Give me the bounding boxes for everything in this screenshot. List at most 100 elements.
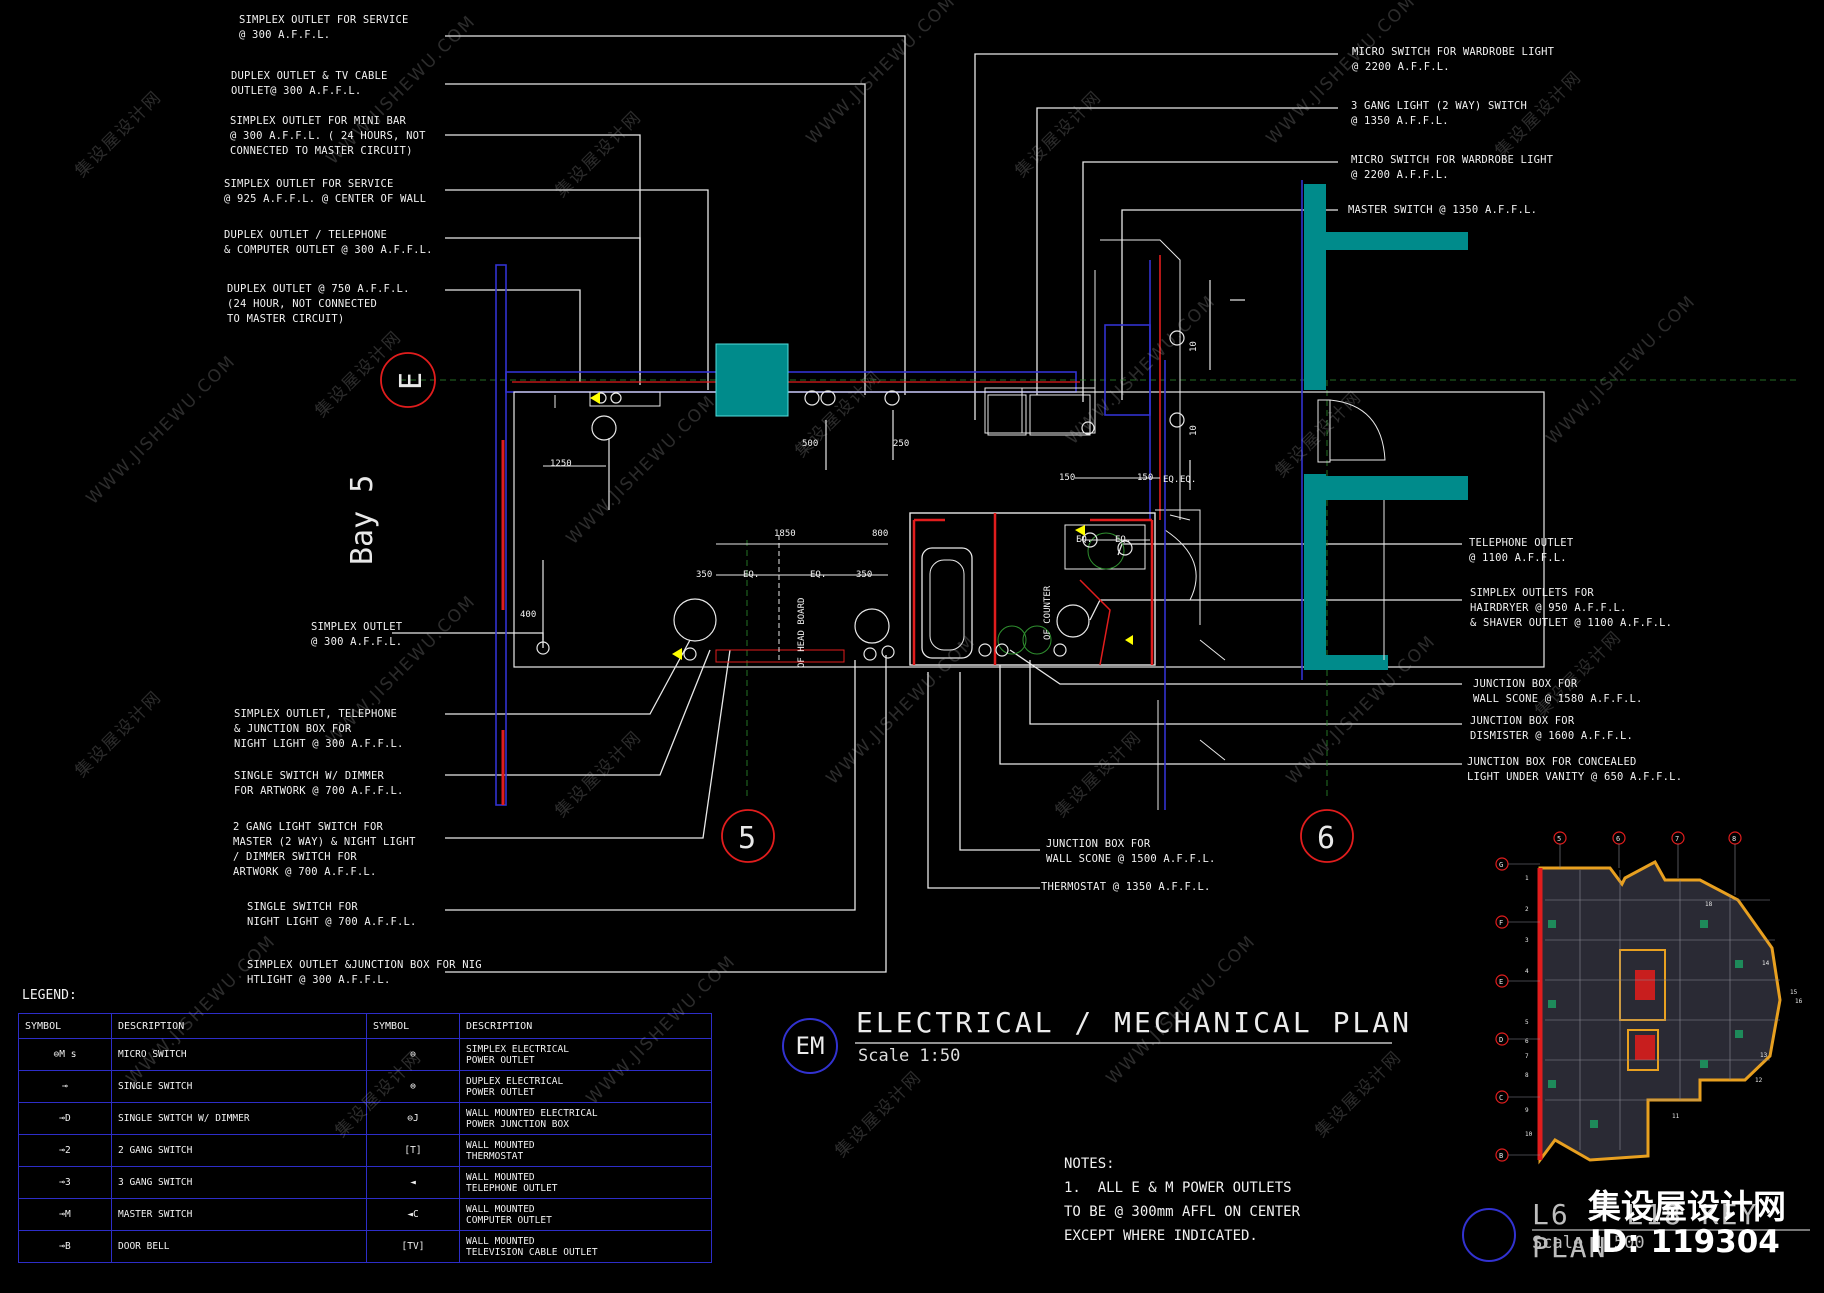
svg-text:1: 1 — [1525, 875, 1529, 882]
legend-header-description-2: DESCRIPTION — [459, 1013, 712, 1039]
legend-description: WALL MOUNTED TELEVISION CABLE OUTLET — [459, 1230, 712, 1263]
legend-symbol: ◄ — [366, 1166, 460, 1199]
callout-hairdryer: SIMPLEX OUTLETS FOR HAIRDRYER @ 950 A.F.… — [1470, 587, 1673, 629]
svg-text:5: 5 — [1557, 835, 1561, 843]
legend-description: SINGLE SWITCH — [111, 1070, 367, 1103]
callout-micro-switch-2: MICRO SWITCH FOR WARDROBE LIGHT @ 2200 A… — [1351, 154, 1554, 181]
legend-symbol: ⊸M — [18, 1198, 112, 1231]
svg-text:E: E — [1499, 978, 1503, 986]
plan-tag: EM — [782, 1018, 838, 1074]
telephone-outlets — [590, 392, 1133, 660]
callout-duplex-750: DUPLEX OUTLET @ 750 A.F.F.L. (24 HOUR, N… — [227, 283, 410, 325]
svg-text:6: 6 — [1616, 835, 1620, 843]
svg-text:250: 250 — [893, 439, 909, 449]
svg-text:11: 11 — [1672, 1113, 1680, 1120]
svg-text:EQ.: EQ. — [1163, 475, 1179, 485]
legend-symbol: ◄C — [366, 1198, 460, 1231]
svg-text:C: C — [1499, 1094, 1503, 1102]
dimension-text: 1250 500 250 1850 800 350 EQ. EQ. 350 40… — [520, 341, 1199, 668]
svg-text:2: 2 — [1525, 906, 1529, 913]
plan-scale: Scale 1:50 — [858, 1046, 961, 1066]
legend-table: SYMBOL DESCRIPTION SYMBOL DESCRIPTION ⊖M… — [18, 1013, 712, 1263]
svg-text:7: 7 — [1675, 835, 1679, 843]
svg-text:7: 7 — [1525, 1053, 1529, 1060]
bay-label: Bay 5 — [345, 475, 380, 565]
svg-text:5: 5 — [738, 821, 756, 856]
grid-bubble-6: 6 — [1300, 809, 1354, 863]
grid-lines — [400, 379, 1800, 800]
svg-text:350: 350 — [696, 570, 712, 580]
svg-text:16: 16 — [1795, 998, 1803, 1005]
svg-text:6: 6 — [1525, 1038, 1529, 1045]
electrical-symbols — [536, 280, 1245, 661]
legend-symbol: ⊜ — [366, 1070, 460, 1103]
svg-text:500: 500 — [802, 439, 818, 449]
callout-3-gang: 3 GANG LIGHT (2 WAY) SWITCH @ 1350 A.F.F… — [1351, 100, 1528, 127]
legend-header-symbol: SYMBOL — [18, 1013, 112, 1039]
legend-symbol: ⊖M s — [18, 1038, 112, 1071]
svg-text:800: 800 — [872, 529, 888, 539]
callout-vanity-light: JUNCTION BOX FOR CONCEALED LIGHT UNDER V… — [1467, 756, 1683, 783]
callout-minibar-outlet: SIMPLEX OUTLET FOR MINI BAR @ 300 A.F.F.… — [230, 115, 426, 157]
svg-text:EQ.: EQ. — [1115, 535, 1131, 545]
svg-text:9: 9 — [1525, 1107, 1529, 1114]
callout-master-switch: MASTER SWITCH @ 1350 A.F.F.L. — [1348, 204, 1538, 216]
svg-text:18: 18 — [1705, 901, 1713, 908]
key-plan-scale: Scale 1:500 — [1532, 1233, 1645, 1253]
grid-bubble-5: 5 — [721, 809, 775, 863]
svg-text:15: 15 — [1790, 989, 1798, 996]
legend-description: DOOR BELL — [111, 1230, 367, 1263]
key-plan-title: L6 - L18 KEY PLAN — [1532, 1198, 1759, 1264]
callout-wall-scone: JUNCTION BOX FOR WALL SCONE @ 1580 A.F.F… — [1473, 678, 1643, 705]
svg-text:12: 12 — [1755, 1077, 1763, 1084]
callout-single-switch: SINGLE SWITCH FOR NIGHT LIGHT @ 700 A.F.… — [247, 901, 417, 928]
svg-text:1850: 1850 — [774, 529, 796, 539]
svg-text:8: 8 — [1525, 1072, 1529, 1079]
callout-computer-outlet: DUPLEX OUTLET / TELEPHONE & COMPUTER OUT… — [224, 229, 433, 256]
brand-watermark: 集设屋设计网 — [1588, 1187, 1786, 1226]
svg-text:14: 14 — [1762, 960, 1770, 967]
legend-header: SYMBOL DESCRIPTION SYMBOL DESCRIPTION — [18, 1013, 712, 1039]
legend-header-description: DESCRIPTION — [111, 1013, 367, 1039]
callout-micro-switch-1: MICRO SWITCH FOR WARDROBE LIGHT @ 2200 A… — [1352, 46, 1555, 73]
svg-text:EQ.: EQ. — [1076, 535, 1092, 545]
grid-bubble-e: E — [380, 352, 436, 408]
svg-text:4: 4 — [1525, 968, 1529, 975]
legend-symbol: [TV] — [366, 1230, 460, 1263]
callout-service-outlet: SIMPLEX OUTLET FOR SERVICE @ 300 A.F.F.L… — [239, 14, 409, 41]
legend-title: LEGEND: — [22, 988, 77, 1003]
general-notes: NOTES: 1. ALL E & M POWER OUTLETS TO BE … — [1064, 1156, 1301, 1244]
svg-text:D: D — [1499, 1036, 1503, 1044]
svg-text:8: 8 — [1732, 835, 1736, 843]
legend-row: ⊸SINGLE SWITCH⊜DUPLEX ELECTRICAL POWER O… — [18, 1070, 712, 1103]
svg-text:400: 400 — [520, 610, 536, 620]
legend-description: WALL MOUNTED ELECTRICAL POWER JUNCTION B… — [459, 1102, 712, 1135]
svg-text:EQ.: EQ. — [1180, 475, 1196, 485]
legend-symbol: ⊸ — [18, 1070, 112, 1103]
legend-symbol: ⊸D — [18, 1102, 112, 1135]
svg-text:E: E — [394, 372, 429, 390]
legend-description: 2 GANG SWITCH — [111, 1134, 367, 1167]
callout-dismister: JUNCTION BOX FOR DISMISTER @ 1600 A.F.F.… — [1470, 715, 1634, 742]
callout-junction-nightlight: SIMPLEX OUTLET &JUNCTION BOX FOR NIG HTL… — [247, 959, 482, 986]
callout-thermostat: THERMOSTAT @ 1350 A.F.F.L. — [1041, 881, 1211, 893]
column — [715, 343, 789, 417]
legend-description: WALL MOUNTED THERMOSTAT — [459, 1134, 712, 1167]
svg-text:OF COUNTER: OF COUNTER — [1043, 585, 1053, 640]
legend-description: SINGLE SWITCH W/ DIMMER — [111, 1102, 367, 1135]
svg-text:10: 10 — [1525, 1131, 1533, 1138]
legend-description: WALL MOUNTED COMPUTER OUTLET — [459, 1198, 712, 1231]
callout-service-outlet-2: SIMPLEX OUTLET FOR SERVICE @ 925 A.F.F.L… — [224, 178, 427, 205]
svg-text:EQ.: EQ. — [810, 570, 826, 580]
plan-title: ELECTRICAL / MECHANICAL PLAN — [856, 1006, 1413, 1039]
callout-night-light: SIMPLEX OUTLET, TELEPHONE & JUNCTION BOX… — [234, 708, 404, 750]
svg-text:G: G — [1499, 861, 1503, 869]
legend-description: DUPLEX ELECTRICAL POWER OUTLET — [459, 1070, 712, 1103]
callout-tv-outlet: DUPLEX OUTLET & TV CABLE OUTLET@ 300 A.F… — [231, 70, 388, 97]
